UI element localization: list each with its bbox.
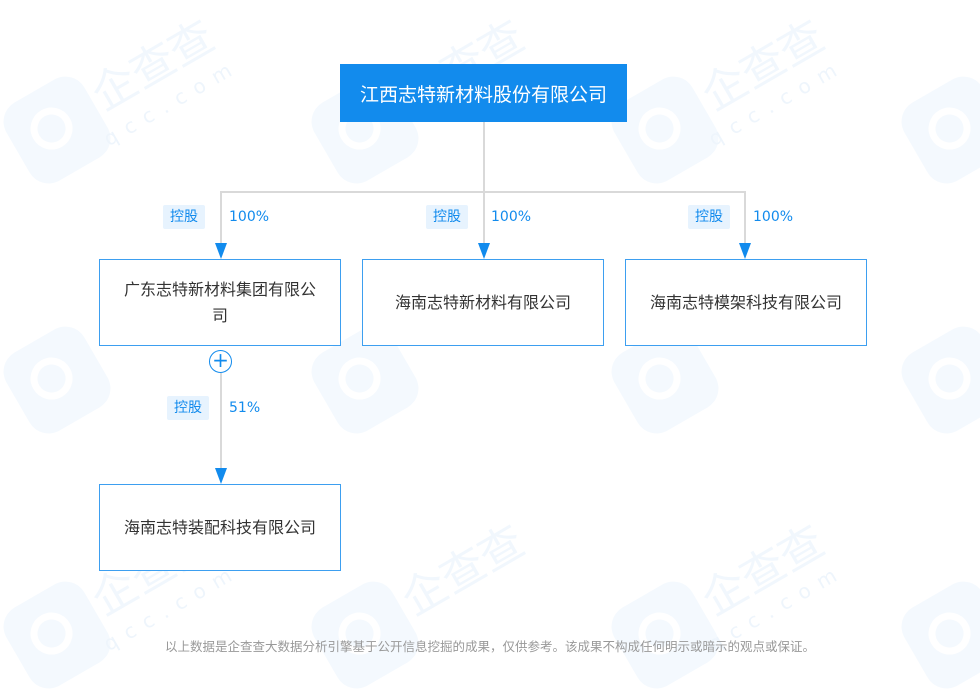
watermark-logo-icon — [303, 573, 427, 696]
connector-trunk — [483, 122, 485, 244]
company-name: 广东志特新材料集团有限公司 — [123, 279, 316, 325]
share-percent: 100% — [753, 209, 794, 225]
connector-left — [220, 191, 222, 244]
relation-tag: 控股 — [688, 205, 730, 229]
company-node[interactable]: 海南志特模架科技有限公司 — [625, 259, 867, 346]
share-percent: 51% — [229, 400, 261, 416]
watermark-brand: 企查查 — [83, 10, 224, 121]
watermark-logo-icon — [0, 573, 119, 696]
watermark-brand: 企查查 — [693, 10, 834, 121]
connector-right — [744, 191, 746, 244]
arrow-down-icon — [215, 243, 227, 259]
arrow-down-icon — [478, 243, 490, 259]
company-node[interactable]: 广东志特新材料集团有限公司 — [99, 259, 341, 346]
watermark-brand: 企查查 — [693, 515, 834, 626]
plus-circle-icon[interactable]: + — [209, 350, 232, 373]
company-node[interactable]: 海南志特新材料有限公司 — [362, 259, 604, 346]
company-name: 海南志特装配科技有限公司 — [123, 517, 316, 537]
share-percent: 100% — [229, 209, 270, 225]
arrow-down-icon — [215, 468, 227, 484]
share-percent: 100% — [491, 209, 532, 225]
company-name: 海南志特模架科技有限公司 — [649, 292, 842, 312]
watermark-domain: qcc.com — [99, 53, 245, 151]
root-company-node[interactable]: 江西志特新材料股份有限公司 — [340, 64, 627, 122]
company-name: 海南志特新材料有限公司 — [394, 292, 571, 312]
arrow-down-icon — [739, 243, 751, 259]
relation-tag: 控股 — [426, 205, 468, 229]
watermark-logo-icon — [893, 573, 980, 696]
disclaimer-text: 以上数据是企查查大数据分析引擎基于公开信息挖掘的成果，仅供参考。该成果不构成任何… — [164, 639, 815, 654]
company-node[interactable]: 海南志特装配科技有限公司 — [99, 484, 341, 571]
watermark-logo-icon — [0, 68, 119, 192]
watermark-logo-icon — [893, 318, 980, 442]
watermark-domain: qcc.com — [704, 53, 850, 151]
connector-sub — [220, 373, 222, 469]
relation-tag: 控股 — [167, 396, 209, 420]
relation-tag: 控股 — [163, 205, 205, 229]
watermark-brand: 企查查 — [393, 515, 534, 626]
watermark-logo-icon — [603, 573, 727, 696]
connector-horizontal — [220, 191, 746, 193]
watermark-logo-icon — [893, 68, 980, 192]
